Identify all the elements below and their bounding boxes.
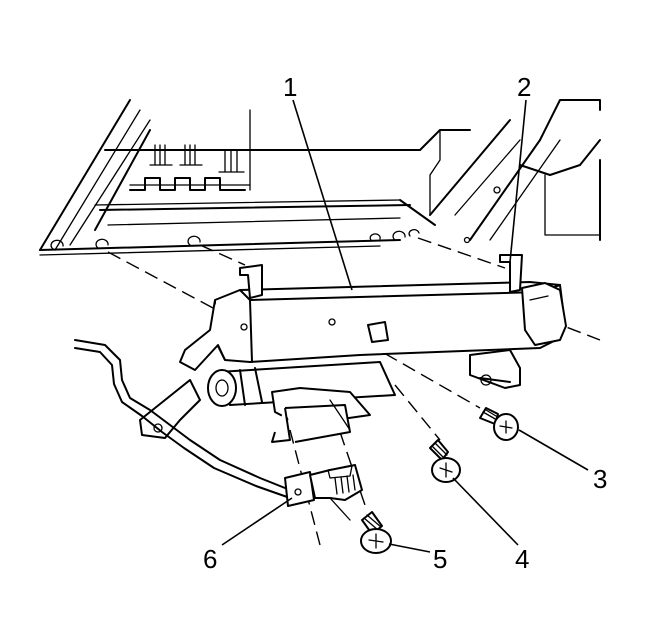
callout-6: 6	[203, 544, 217, 574]
callout-3: 3	[593, 464, 607, 494]
bracket-assembly	[139, 254, 567, 443]
screw-5	[360, 511, 392, 554]
screw-3	[479, 407, 519, 441]
callout-2: 2	[517, 72, 531, 102]
callout-leaders	[221, 99, 589, 553]
callout-4: 4	[515, 544, 529, 574]
wiring-harness	[74, 339, 363, 521]
screw-4	[429, 439, 461, 483]
vehicle-structure	[39, 99, 601, 256]
callout-5: 5	[433, 544, 447, 574]
callout-1: 1	[283, 72, 297, 102]
